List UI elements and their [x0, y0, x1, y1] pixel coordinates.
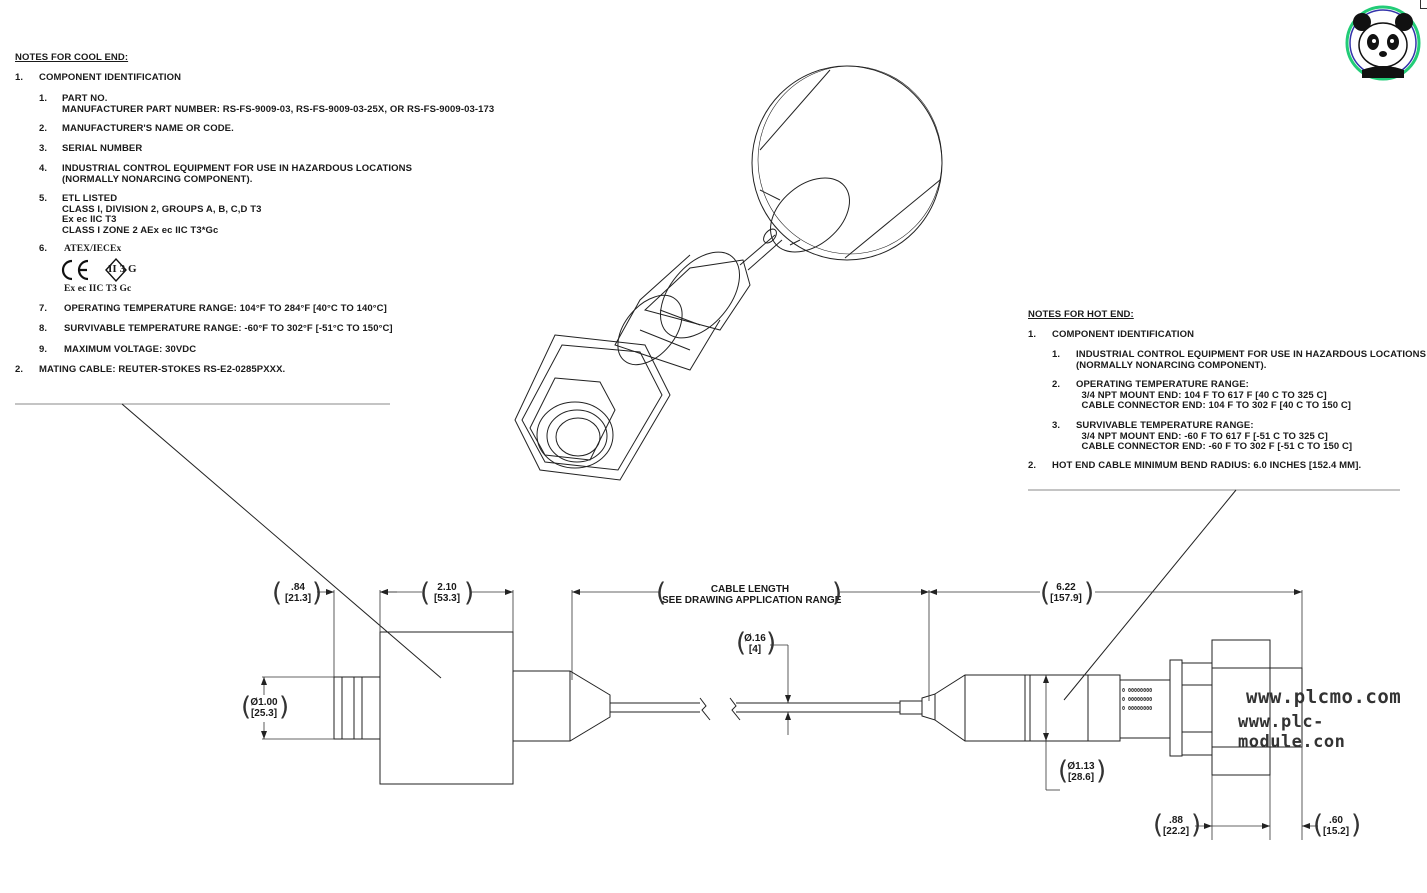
dim-paren: ) — [766, 628, 777, 658]
dim-paren: ) — [312, 578, 323, 608]
cool-note-text: MATING CABLE: REUTER-STOKES RS-E2-0285PX… — [39, 364, 286, 375]
dim-dia016: Ø.16 [4] — [744, 633, 766, 655]
dim-paren: ( — [1040, 578, 1051, 608]
cool-note-text: SERIAL NUMBER — [62, 143, 143, 154]
dim-paren: ( — [656, 578, 667, 608]
hot-note-text: SURVIVABLE TEMPERATURE RANGE: 3/4 NPT MO… — [1076, 420, 1353, 452]
hot-note-num: 2. — [1052, 379, 1061, 390]
cool-note-text: SURVIVABLE TEMPERATURE RANGE: -60°F TO 3… — [64, 323, 393, 334]
hot-note-text: COMPONENT IDENTIFICATION — [1052, 329, 1195, 340]
cool-note-num: 1. — [39, 93, 48, 104]
dim-622: 6.22 [157.9] — [1050, 582, 1082, 604]
cool-note-num: 3. — [39, 143, 48, 154]
hot-note-num: 3. — [1052, 420, 1061, 431]
atex-code: Ex ec IIC T3 Gc — [64, 284, 132, 294]
part-marking-line: 0 00000000 — [1122, 697, 1153, 703]
dim-paren: ( — [241, 692, 252, 722]
cool-note-num: 1. — [15, 72, 24, 83]
cool-note-num: 8. — [39, 323, 48, 334]
hot-note-num: 1. — [1028, 329, 1037, 340]
dim-210: 2.10 [53.3] — [433, 582, 461, 604]
dim-paren: ) — [1096, 756, 1107, 786]
hot-note-num: 2. — [1028, 460, 1037, 471]
cool-note-text: INDUSTRIAL CONTROL EQUIPMENT FOR USE IN … — [62, 163, 413, 185]
atex-group: II 3 G — [108, 263, 137, 275]
cool-note-text: MANUFACTURER'S NAME OR CODE. — [62, 123, 234, 134]
cool-note-num: 6. — [39, 243, 48, 254]
watermark-url-1: www.plcmo.com — [1246, 686, 1402, 708]
cool-note-text: MAXIMUM VOLTAGE: 30VDC — [64, 344, 197, 355]
hot-note-text: OPERATING TEMPERATURE RANGE: 3/4 NPT MOU… — [1076, 379, 1352, 411]
dim-paren: ( — [1313, 810, 1324, 840]
cool-end-title: NOTES FOR COOL END: — [15, 52, 129, 63]
dim-paren: ) — [1351, 810, 1362, 840]
cool-note-text: PART NO. MANUFACTURER PART NUMBER: RS-FS… — [62, 93, 495, 115]
dim-paren: ) — [279, 692, 290, 722]
cool-end-side-view — [333, 631, 900, 785]
dim-paren: ( — [1153, 810, 1164, 840]
cool-note-num: 9. — [39, 344, 48, 355]
cool-note-num: 2. — [15, 364, 24, 375]
dim-paren: ) — [1084, 578, 1095, 608]
hot-end-side-view — [899, 639, 1303, 776]
cool-note-text: ETL LISTED CLASS I, DIVISION 2, GROUPS A… — [62, 193, 262, 236]
cool-note-num: 4. — [39, 163, 48, 174]
panda-logo-icon — [1345, 5, 1421, 81]
dim-088: .88 [22.2] — [1162, 815, 1190, 837]
dim-paren: ( — [272, 578, 283, 608]
dim-paren: ) — [832, 578, 843, 608]
atex-marks — [61, 257, 127, 283]
cool-note-text: ATEX/IECEx — [64, 244, 122, 254]
dim-paren: ( — [1058, 756, 1069, 786]
hot-end-title: NOTES FOR HOT END: — [1028, 309, 1134, 320]
cool-note-text: OPERATING TEMPERATURE RANGE: 104°F TO 28… — [64, 303, 387, 314]
cool-note-text: COMPONENT IDENTIFICATION — [39, 72, 182, 83]
hot-note-num: 1. — [1052, 349, 1061, 360]
dim-paren: ( — [736, 628, 747, 658]
hot-note-text: INDUSTRIAL CONTROL EQUIPMENT FOR USE IN … — [1076, 349, 1427, 371]
watermark-url-2: www.plc-module.con — [1238, 712, 1346, 752]
part-marking: 0 00000000 0 00000000 0 00000000 — [1122, 687, 1152, 714]
dim-paren: ) — [1191, 810, 1202, 840]
cool-note-num: 2. — [39, 123, 48, 134]
isometric-sensor-view — [514, 65, 943, 481]
hot-note-text: HOT END CABLE MINIMUM BEND RADIUS: 6.0 I… — [1052, 460, 1362, 471]
dim-cable-length: CABLE LENGTH SEE DRAWING APPLICATION RAN… — [662, 584, 842, 606]
cool-note-num: 5. — [39, 193, 48, 204]
dim-paren: ) — [464, 578, 475, 608]
dim-paren: ( — [420, 578, 431, 608]
part-marking-line: 0 00000000 — [1122, 688, 1153, 694]
dim-060: .60 [15.2] — [1322, 815, 1350, 837]
cool-note-num: 7. — [39, 303, 48, 314]
dim-dia100: Ø1.00 [25.3] — [250, 697, 278, 719]
part-marking-line: 0 00000000 — [1122, 706, 1153, 712]
corner-mark — [1420, 0, 1427, 9]
dim-084: .84 [21.3] — [284, 582, 312, 604]
dim-dia113: Ø1.13 [28.6] — [1067, 761, 1095, 783]
